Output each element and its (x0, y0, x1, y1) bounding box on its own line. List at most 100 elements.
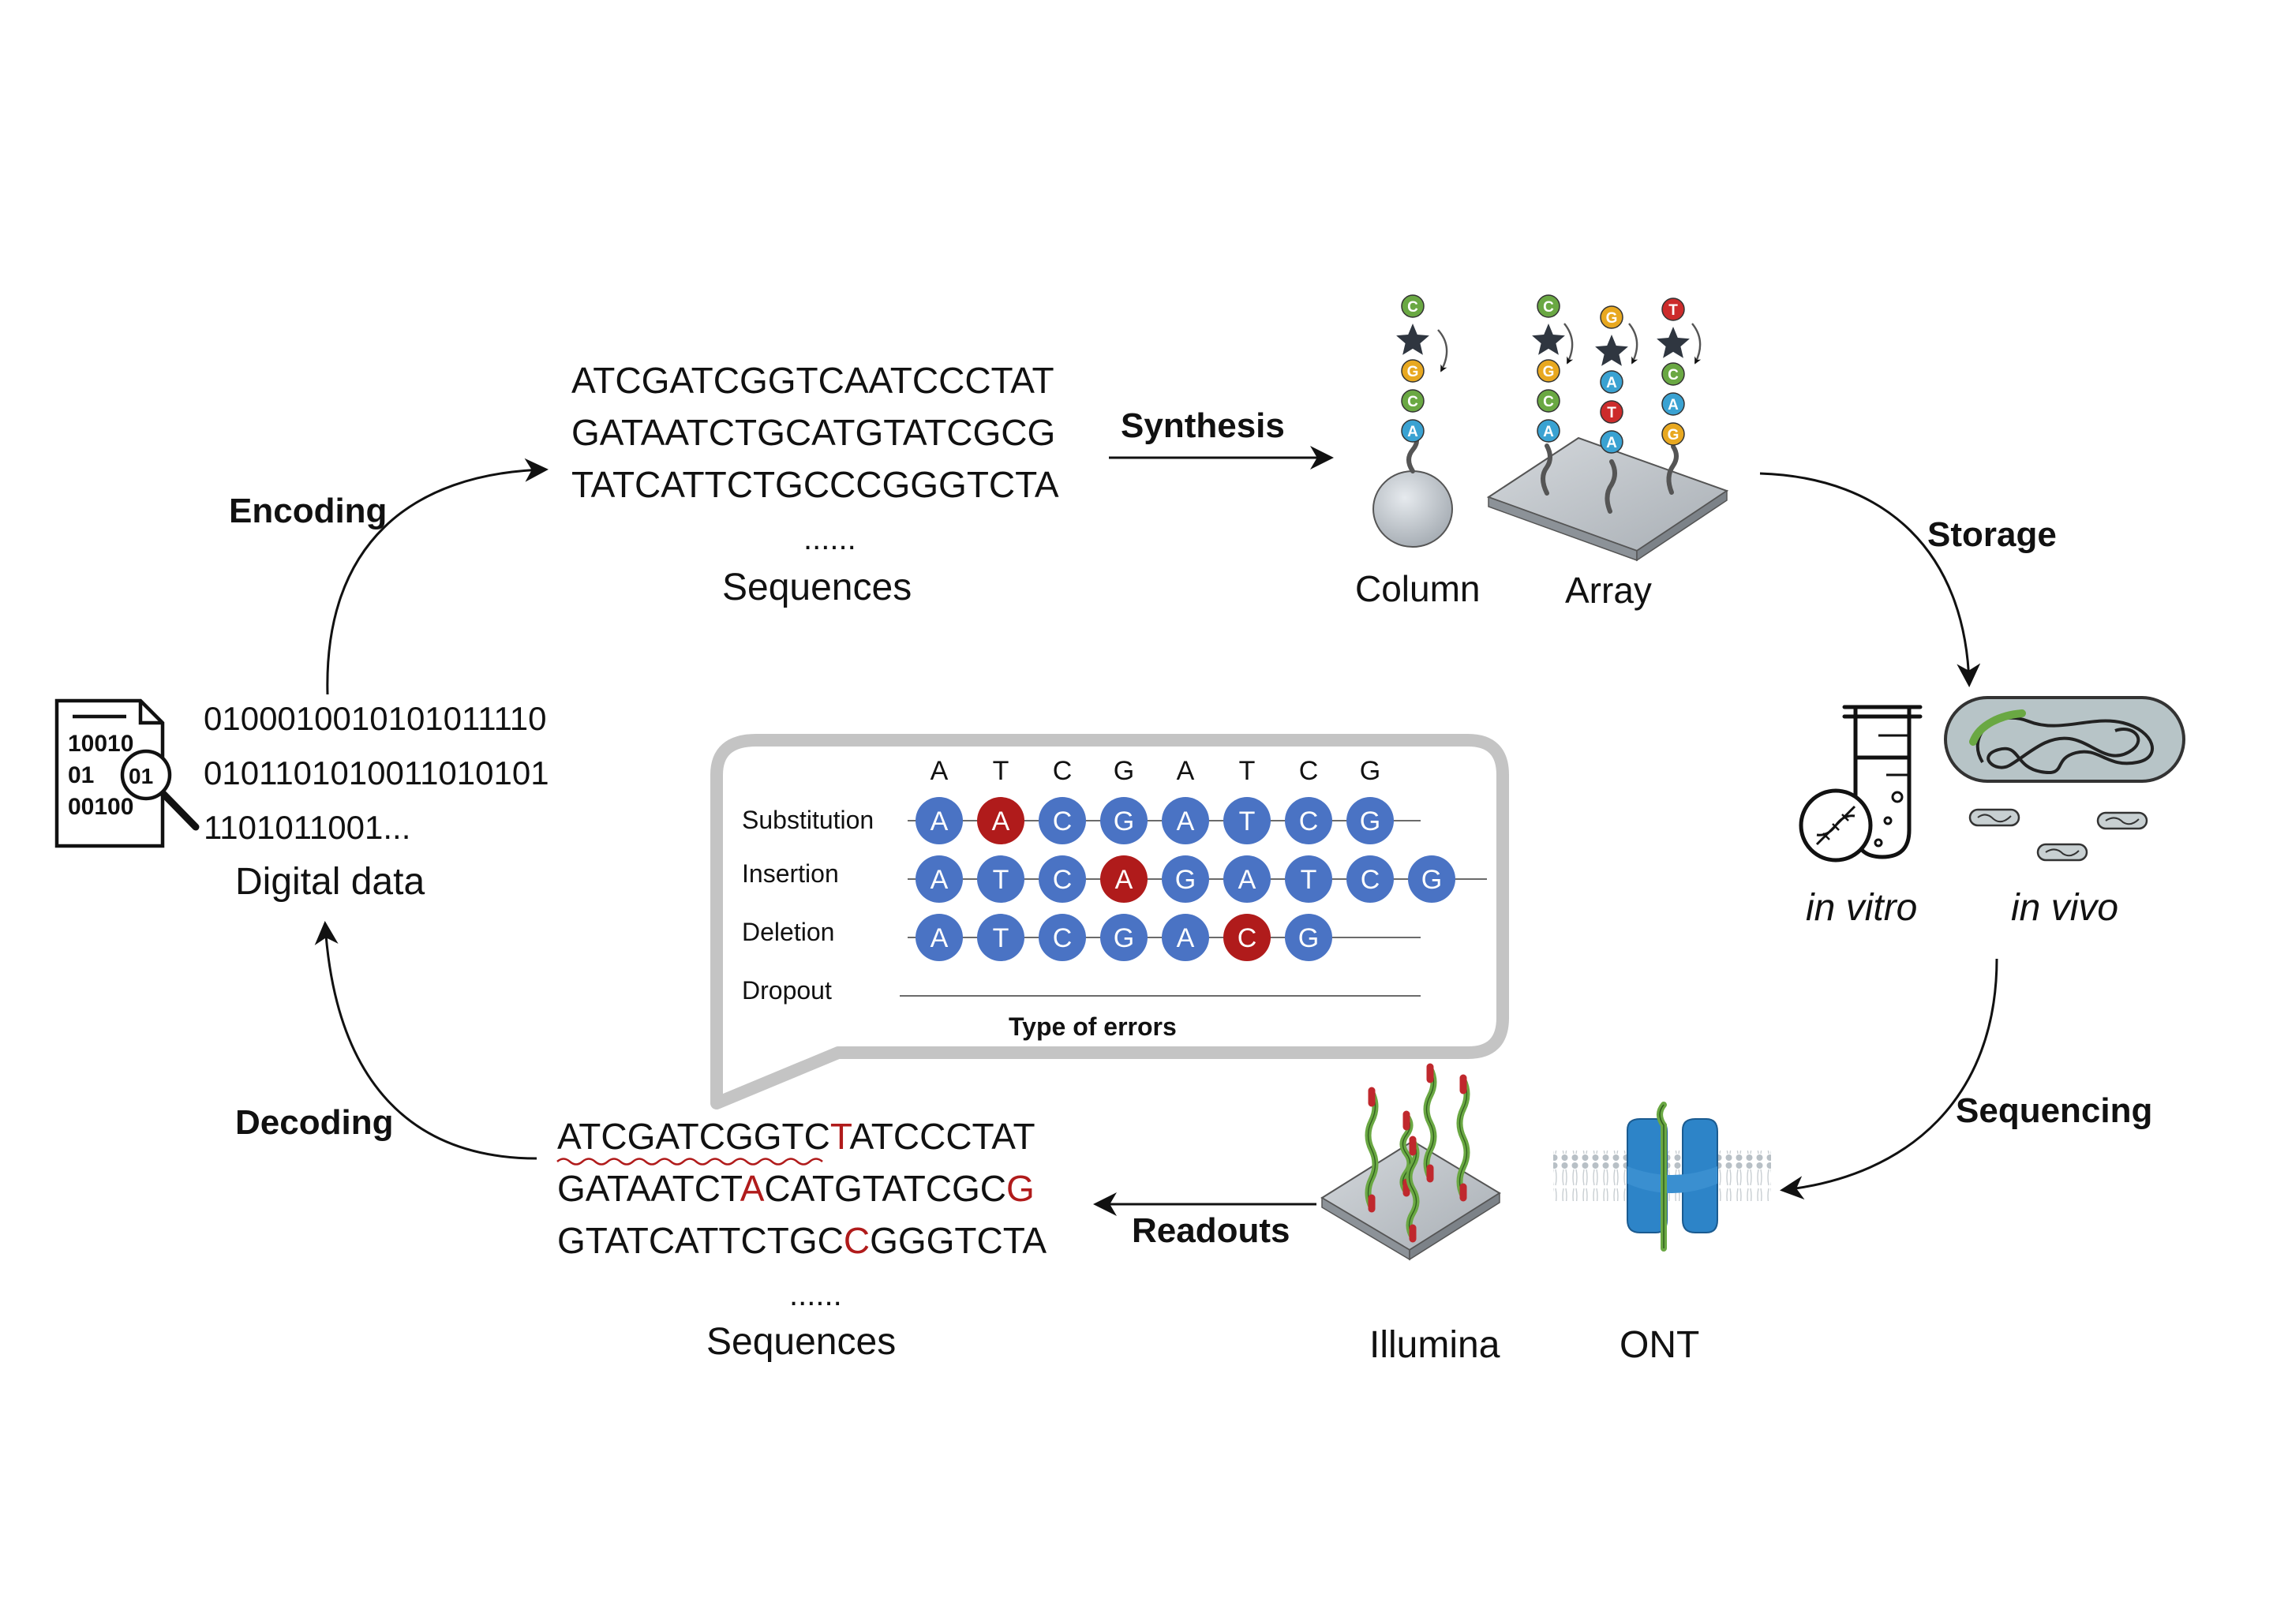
column-caption: Column (1355, 568, 1481, 609)
base-letter: G (1421, 865, 1442, 895)
column-bead (1372, 470, 1453, 548)
nucleotide-letter: C (1407, 394, 1418, 410)
reference-base: C (1299, 756, 1319, 786)
nucleotide-bead (1401, 359, 1425, 383)
base-letter: C (1053, 865, 1073, 895)
binary-line-1: 0100010010101011110 (204, 700, 546, 737)
base-circle (1408, 855, 1455, 903)
label-encoding: Encoding (229, 492, 387, 530)
step-labels: Encoding Synthesis Storage Sequencing Re… (229, 406, 2152, 1250)
icon-bits-line-2: 01 (68, 762, 94, 788)
nucleotide-letter: A (1407, 424, 1418, 440)
top-sequence-3: TATCATTCTGCCCGGGTCTA (571, 464, 1059, 505)
reference-base: A (931, 756, 949, 786)
base-circle (1285, 855, 1332, 903)
top-sequence-1: ATCGATCGGTCAATCCCTAT (571, 360, 1054, 401)
base-circle (1285, 797, 1332, 844)
base-letter: C (1053, 806, 1073, 836)
base-circle (977, 914, 1024, 961)
nucleotide-bead (1401, 294, 1425, 318)
base-letter: A (992, 806, 1010, 836)
ont-nanopore-illustration (1553, 1102, 1771, 1252)
digital-data-caption: Digital data (235, 861, 425, 903)
nucleotide-bead (1600, 430, 1623, 454)
nucleotide-letter: T (1607, 405, 1616, 421)
nucleotide-letter: G (1407, 364, 1419, 380)
readout-sequence-2: GATAATCTACATGTATCGCG (557, 1168, 1035, 1209)
in-vivo-caption: in vivo (2011, 887, 2118, 929)
illumina-dna-strand (1365, 1087, 1379, 1213)
illumina-caption: Illumina (1369, 1324, 1500, 1366)
error-types-title: Type of errors (1009, 1012, 1177, 1041)
top-sequences-caption: Sequences (722, 567, 912, 608)
base-circle (1162, 797, 1209, 844)
readout-error-base: G (1006, 1168, 1035, 1209)
icon-bits-line-3: 00100 (68, 794, 133, 820)
bottom-sequences-caption: Sequences (706, 1321, 896, 1363)
readout-sequence-3: GTATCATTCTGCCGGGTCTA (557, 1220, 1047, 1261)
bacterium-icon (1944, 696, 2185, 862)
nucleotide-bead (1661, 297, 1685, 321)
digital-data-group: 10010 01 00100 01 0100010010101011110 01… (54, 698, 549, 903)
top-sequence-2: GATAATCTGCATGTATCGCG (571, 412, 1055, 453)
base-circle (1285, 914, 1332, 961)
decoding-arrow (314, 921, 537, 1160)
protecting-group-star-icon (1657, 327, 1690, 358)
in-vitro-caption: in vitro (1806, 887, 1917, 929)
base-letter: T (1239, 806, 1256, 836)
base-circle (1162, 914, 1209, 961)
nucleotide-bead (1600, 305, 1623, 329)
reference-base: C (1053, 756, 1073, 786)
base-circle (1039, 797, 1086, 844)
base-letter: A (1177, 806, 1195, 836)
base-letter: A (931, 923, 949, 953)
protecting-group-star-icon (1595, 335, 1628, 366)
nucleotide-bead (1661, 392, 1685, 416)
error-row-label: Deletion (742, 918, 834, 946)
ont-caption: ONT (1620, 1324, 1699, 1366)
reference-base: G (1360, 756, 1380, 786)
nucleotide-bead (1600, 370, 1623, 394)
base-circle (916, 914, 963, 961)
encoding-arrow (326, 458, 549, 695)
base-letter: C (1361, 865, 1380, 895)
label-synthesis: Synthesis (1121, 406, 1285, 445)
nucleotide-letter: G (1668, 427, 1679, 443)
storage-group: in vitro in vivo (1799, 696, 2185, 929)
label-decoding: Decoding (235, 1103, 393, 1142)
base-letter: T (993, 865, 1009, 895)
reference-base: A (1177, 756, 1195, 786)
base-circle (1223, 797, 1271, 844)
nucleotide-bead (1661, 362, 1685, 386)
error-row-label: Insertion (742, 859, 839, 888)
base-circle (1162, 855, 1209, 903)
base-circle (1223, 855, 1271, 903)
nucleotide-stack: GATA (1595, 305, 1628, 454)
cycle-arrows (314, 446, 1998, 1216)
base-circle (1100, 797, 1148, 844)
nucleotide-letter: A (1543, 424, 1554, 440)
readout-error-base: T (830, 1116, 852, 1157)
nucleotide-bead (1661, 422, 1685, 446)
base-circle (1346, 797, 1394, 844)
nucleotide-letter: C (1543, 299, 1554, 316)
nucleotide-bead (1600, 400, 1623, 424)
nucleotide-bead (1537, 419, 1560, 443)
nucleotide-letter: C (1407, 299, 1418, 316)
top-ellipsis: ...... (803, 522, 856, 556)
base-circle (1100, 914, 1148, 961)
error-squiggle (556, 1158, 823, 1166)
base-circle (916, 797, 963, 844)
base-letter: C (1053, 923, 1073, 953)
base-letter: G (1360, 806, 1380, 836)
nucleotide-bead (1401, 389, 1425, 413)
nucleotide-letter: A (1606, 435, 1617, 451)
base-letter: T (993, 923, 1009, 953)
